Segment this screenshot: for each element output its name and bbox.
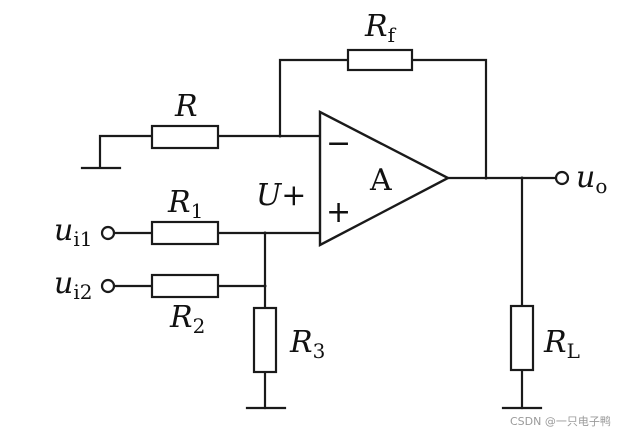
label-r1: R1 bbox=[167, 185, 203, 223]
resistor-r2 bbox=[150, 273, 220, 299]
resistor-r1 bbox=[150, 220, 220, 246]
junction-output bbox=[484, 176, 488, 180]
resistor-rf bbox=[346, 48, 414, 72]
resistors bbox=[150, 48, 535, 374]
label-rf: Rf bbox=[364, 9, 397, 47]
terminal-ui2 bbox=[100, 278, 116, 294]
junction-rl bbox=[520, 176, 524, 180]
label-rl: RL bbox=[543, 325, 580, 363]
terminal-uo bbox=[554, 170, 570, 186]
label-u-plus: U+ bbox=[256, 178, 306, 213]
label-uo: uo bbox=[576, 160, 607, 198]
grounds bbox=[80, 166, 543, 410]
junctions bbox=[263, 134, 524, 288]
wires bbox=[98, 58, 558, 410]
op-amp-label: A bbox=[369, 163, 392, 198]
noninverting-input-sign: + bbox=[326, 195, 351, 230]
wire-ground-to-r bbox=[98, 134, 154, 168]
wire-feedback-left bbox=[278, 58, 350, 138]
watermark: CSDN @一只电子鸭 bbox=[510, 415, 611, 428]
junction-feedback bbox=[278, 134, 282, 138]
label-ui2: ui2 bbox=[54, 266, 92, 304]
resistor-r bbox=[150, 124, 220, 150]
terminal-ui1 bbox=[100, 225, 116, 241]
label-r: R bbox=[174, 89, 198, 124]
label-r3: R3 bbox=[289, 325, 325, 363]
inverting-input-sign: − bbox=[326, 126, 351, 161]
label-ui1: ui1 bbox=[54, 213, 92, 251]
wire-feedback-right bbox=[410, 58, 488, 180]
junction-r2-r3 bbox=[263, 284, 267, 288]
resistor-r3 bbox=[252, 306, 278, 374]
junction-u-plus bbox=[263, 231, 267, 235]
op-amp-triangle bbox=[318, 110, 451, 247]
label-r2: R2 bbox=[169, 300, 205, 338]
resistor-rl bbox=[509, 304, 535, 372]
